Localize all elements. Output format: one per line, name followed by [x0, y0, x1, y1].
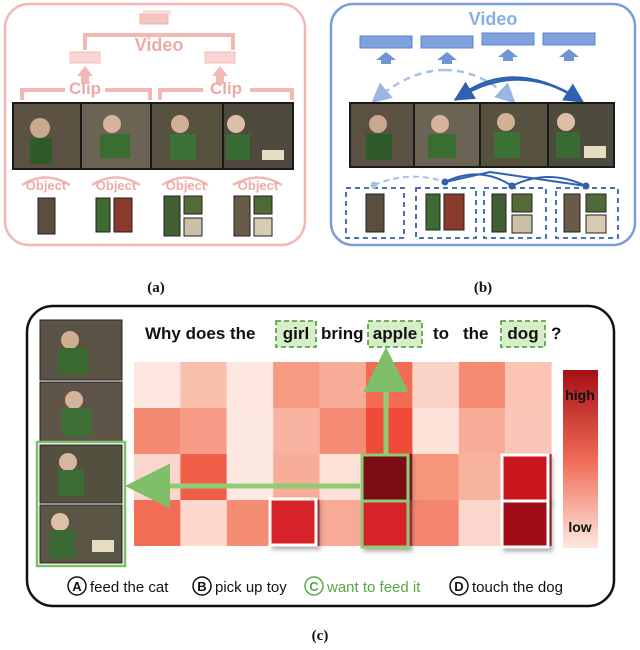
answer-c-letter: C — [309, 579, 319, 594]
heatmap-cell — [180, 500, 227, 546]
heatmap-cell — [412, 362, 459, 408]
answer-a-letter: A — [72, 579, 82, 594]
video-feature-block — [139, 10, 171, 25]
heatmap-cell — [319, 454, 366, 500]
heatmap-cell — [134, 408, 181, 454]
panel-c-caption: (c) — [312, 628, 329, 644]
question-word-the: the — [463, 324, 489, 343]
heatmap-cell — [458, 408, 506, 454]
heatmap-cell — [412, 454, 459, 500]
heatmap-cell — [319, 408, 366, 454]
panel-a-video-label: Video — [135, 35, 184, 55]
panel-b-object-crops — [365, 193, 607, 234]
question-word-bring: bring — [321, 324, 364, 343]
answer-b-letter: B — [197, 579, 206, 594]
heatmap-cell — [319, 500, 366, 546]
highlight-dog — [500, 320, 546, 348]
answer-b-text: pick up toy — [215, 579, 287, 596]
panel-a-video-frames — [12, 102, 294, 170]
heatmap-cell — [134, 454, 181, 500]
question-mark: ? — [551, 324, 561, 343]
panel-a-object-label-2: Object — [96, 178, 137, 193]
heatmap-cell — [319, 362, 366, 408]
answer-c-text: want to feed it — [326, 579, 421, 596]
panel-b: Video — [329, 2, 637, 296]
highlight-girl — [275, 320, 317, 348]
panel-a-clip-label-1: Clip — [69, 79, 101, 98]
heatmap-cell — [273, 408, 320, 454]
heatmap-cell — [366, 408, 413, 454]
heatmap-cell — [180, 454, 227, 500]
heatmap-cell — [226, 500, 274, 546]
panel-b-video-frames — [349, 102, 615, 168]
panel-a-object-crops — [37, 195, 273, 237]
heatmap-cell — [273, 454, 320, 500]
question-word-girl: girl — [283, 324, 309, 343]
heatmap-cell — [226, 454, 274, 500]
heatmap-cell — [226, 408, 274, 454]
heatmap-cell — [505, 408, 552, 454]
panel-c: Why does the girl bring apple to the dog… — [25, 304, 616, 644]
question-word-to: to — [433, 324, 449, 343]
heatmap-cell — [134, 500, 181, 546]
question-row: Why does the girl bring apple to the dog… — [145, 320, 561, 348]
heatmap-cell — [366, 362, 413, 408]
highlighted-cells — [268, 453, 550, 549]
panel-a-object-label-4: Object — [238, 178, 279, 193]
heatmap-cell — [180, 362, 227, 408]
heatmap-cell — [412, 408, 459, 454]
legend-high-label: high — [565, 387, 595, 403]
panel-a-caption: (a) — [147, 280, 165, 296]
panel-a-object-label-1: Object — [26, 178, 67, 193]
panel-a-object-label-3: Object — [166, 178, 207, 193]
question-word-why-does-the: Why does the — [145, 324, 256, 343]
answer-d-text: touch the dog — [472, 579, 563, 596]
heatmap-cell — [458, 362, 506, 408]
question-word-apple: apple — [373, 324, 417, 343]
panel-a-clip-label-2: Clip — [210, 79, 242, 98]
panel-c-frames — [35, 319, 127, 568]
attention-heatmap — [134, 362, 552, 546]
legend-low-label: low — [568, 519, 591, 535]
question-word-dog: dog — [507, 324, 538, 343]
panel-b-video-label: Video — [469, 9, 518, 29]
answer-options: A feed the cat B pick up toy C want to f… — [67, 576, 563, 596]
panel-a: Video Clip Clip — [3, 2, 307, 296]
heatmap-cell — [505, 362, 552, 408]
heatmap-cell — [226, 362, 274, 408]
heatmap-cell — [458, 500, 506, 546]
color-legend: high low — [563, 370, 598, 548]
heatmap-cell — [180, 408, 227, 454]
answer-a-text: feed the cat — [90, 579, 169, 596]
heatmap-cell — [273, 362, 320, 408]
heatmap-cell — [134, 362, 181, 408]
panel-b-caption: (b) — [474, 280, 492, 296]
heatmap-cell — [458, 454, 506, 500]
answer-d-letter: D — [454, 579, 463, 594]
heatmap-cell — [412, 500, 459, 546]
panel-b-feature-blocks — [359, 32, 596, 64]
